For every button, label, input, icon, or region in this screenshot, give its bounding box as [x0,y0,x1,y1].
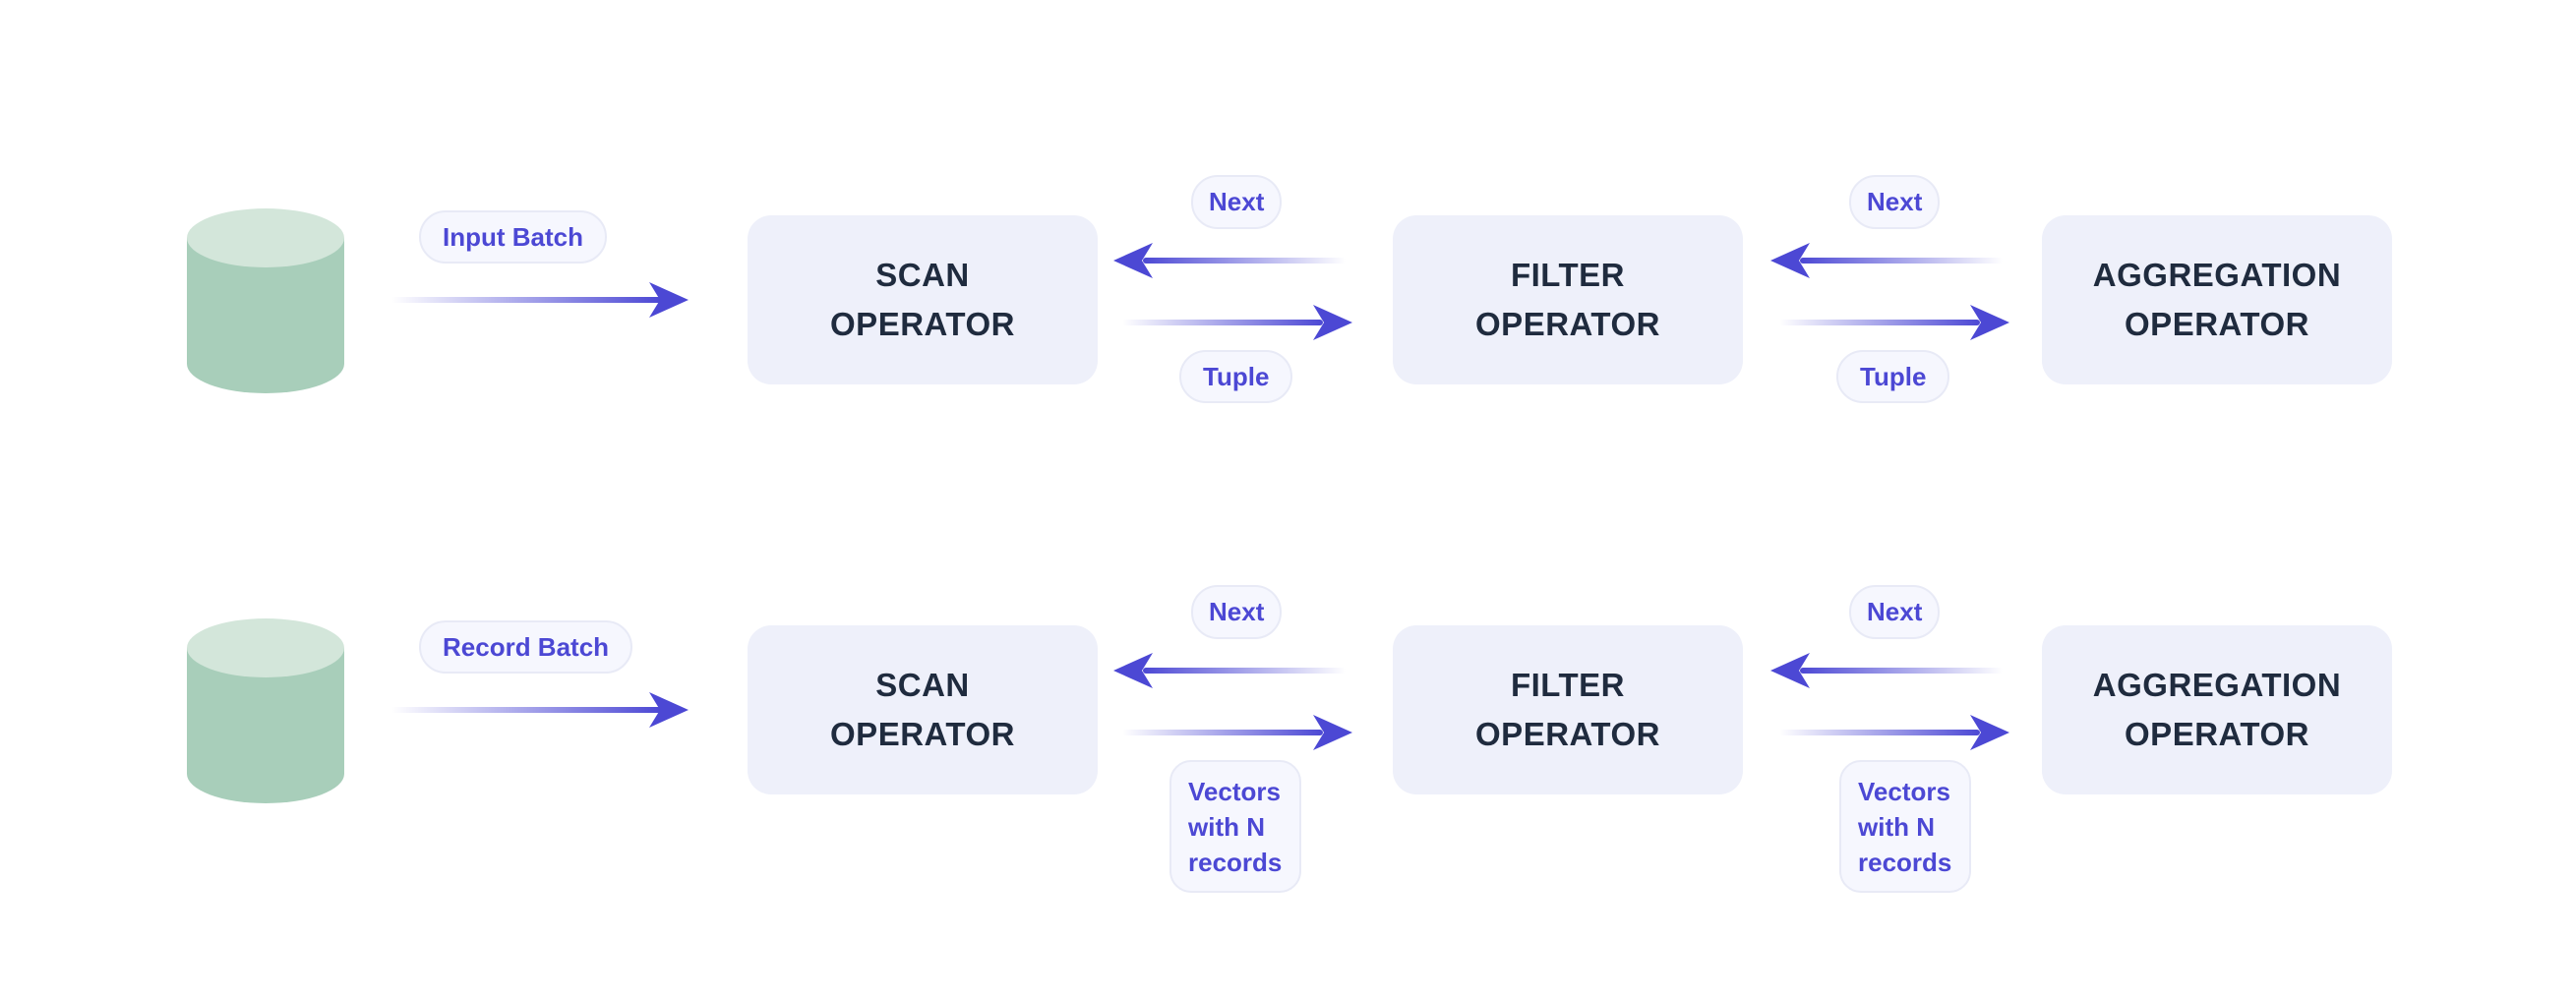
return-payload-label: Tuple [1836,350,1950,403]
scan-operator-box: SCAN OPERATOR [748,215,1098,384]
source-batch-label: Input Batch [419,210,607,264]
source-batch-label-text: Input Batch [443,221,583,252]
return-flow-arrow [1779,715,2009,750]
source-batch-label-text: Record Batch [443,631,610,662]
next-call-arrow [1113,653,1346,688]
operator-name-line: AGGREGATION [2092,667,2342,703]
filter-operator-box: FILTER OPERATOR [1393,625,1743,794]
source-flow-arrow [391,282,689,318]
next-call-label-text: Next [1209,187,1265,216]
return-flow-arrow [1779,305,2009,340]
operator-name-line: OPERATOR [2125,716,2309,752]
next-call-label: Next [1849,175,1941,229]
row-vectorized-pipeline: Record Batch SCAN OPERATOR Next Vectors … [0,410,2576,911]
operator-name-line: OPERATOR [2125,306,2309,342]
database-cylinder-icon [187,618,344,803]
operator-name-line: SCAN [875,667,970,703]
return-payload-label: Tuple [1179,350,1293,403]
operator-name-line: OPERATOR [830,306,1015,342]
operator-name-line: AGGREGATION [2092,257,2342,293]
return-payload-label: Vectors with N records [1169,760,1301,893]
return-flow-arrow [1122,305,1352,340]
database-cylinder-icon [187,208,344,393]
next-call-label-text: Next [1867,187,1923,216]
return-payload-label: Vectors with N records [1839,760,1971,893]
next-call-label-text: Next [1867,597,1923,626]
next-call-arrow [1770,653,2003,688]
operator-name-line: FILTER [1510,257,1626,293]
filter-operator-box: FILTER OPERATOR [1393,215,1743,384]
next-call-label-text: Next [1209,597,1265,626]
return-flow-arrow [1122,715,1352,750]
next-call-label: Next [1191,175,1283,229]
aggregation-operator-box: AGGREGATION OPERATOR [2042,215,2392,384]
operator-name-line: SCAN [875,257,970,293]
operator-name-line: OPERATOR [830,716,1015,752]
aggregation-operator-box: AGGREGATION OPERATOR [2042,625,2392,794]
return-payload-label-text: Vectors with N records [1188,776,1283,877]
operator-name-line: FILTER [1510,667,1626,703]
next-call-label: Next [1191,585,1283,639]
source-batch-label: Record Batch [419,620,633,674]
return-payload-label-text: Vectors with N records [1858,776,1952,877]
return-payload-label-text: Tuple [1203,361,1270,391]
next-call-label: Next [1849,585,1941,639]
operator-name-line: OPERATOR [1475,306,1660,342]
next-call-arrow [1770,243,2003,278]
source-flow-arrow [391,692,689,728]
next-call-arrow [1113,243,1346,278]
row-tuple-pipeline: Input Batch SCAN OPERATOR Next Tuple FIL… [187,175,2392,403]
scan-operator-box: SCAN OPERATOR [748,625,1098,794]
return-payload-label-text: Tuple [1860,361,1927,391]
operator-name-line: OPERATOR [1475,716,1660,752]
